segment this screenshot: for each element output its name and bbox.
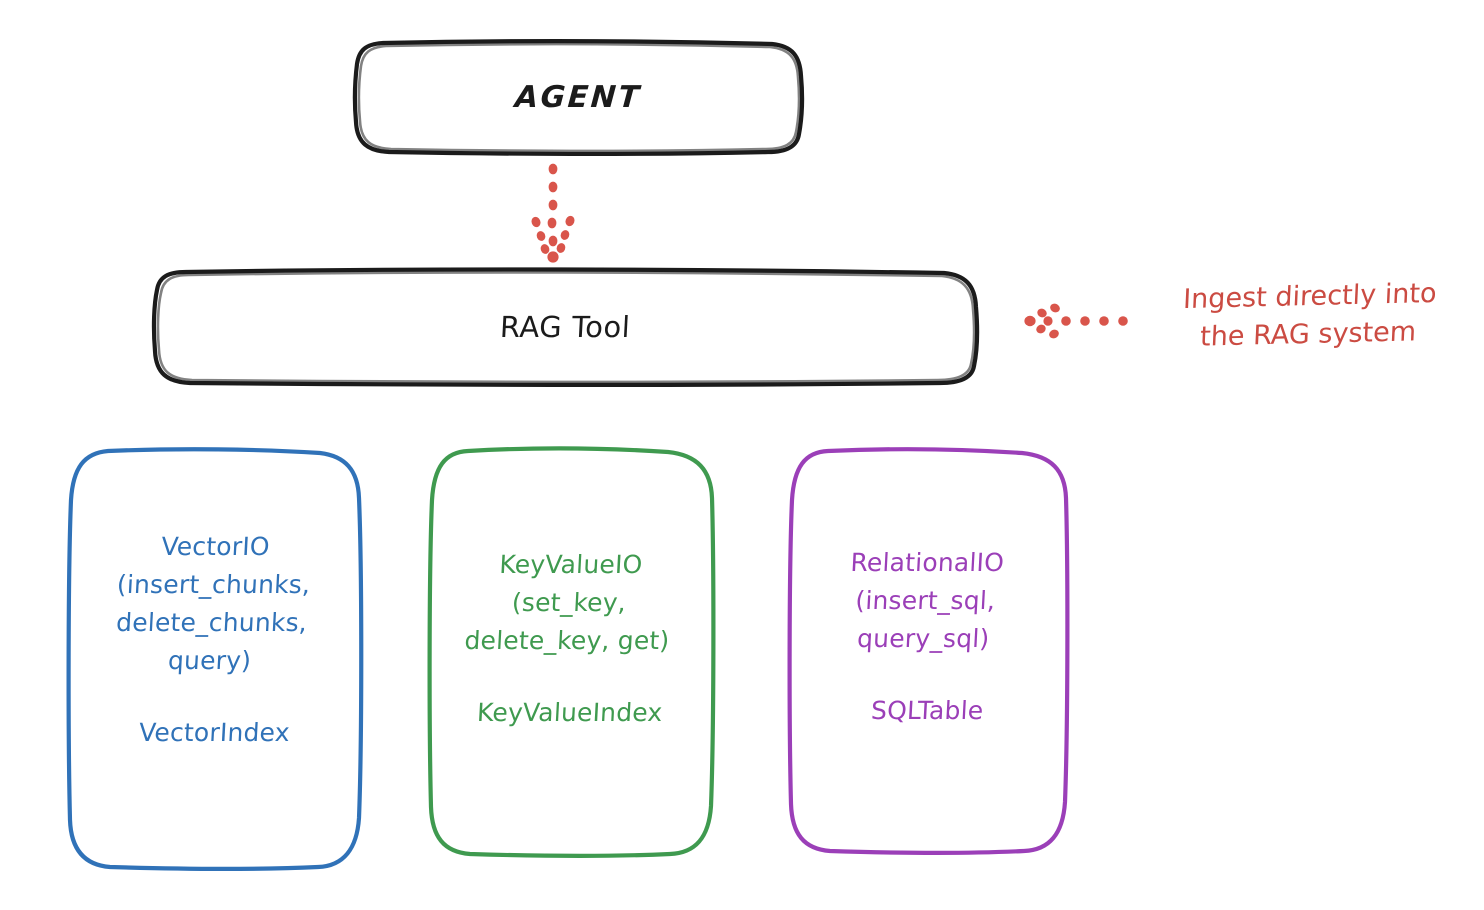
vector-io-title: VectorIO (insert_chunks, delete_chunks, … (115, 532, 312, 675)
agent-label: AGENT (513, 80, 643, 115)
relational-io-node[interactable]: RelationalIO (insert_sql, query_sql) SQL… (790, 450, 1066, 852)
agent-to-rag-connector (531, 163, 575, 263)
rag-tool-label: RAG Tool (499, 310, 632, 344)
ingest-annotation-text: Ingest directly into the RAG system (1182, 277, 1438, 353)
key-value-io-node[interactable]: KeyValueIO (set_key, delete_key, get) Ke… (430, 450, 712, 855)
key-value-io-title: KeyValueIO (set_key, delete_key, get) (463, 550, 670, 655)
agent-node[interactable]: AGENT (355, 42, 801, 153)
sql-table-label: SQLTable (870, 696, 984, 725)
rag-tool-node[interactable]: RAG Tool (155, 271, 976, 383)
key-value-index-label: KeyValueIndex (476, 698, 664, 727)
ingest-to-rag-connector (1024, 303, 1128, 339)
vector-index-label: VectorIndex (137, 718, 291, 747)
vector-io-node[interactable]: VectorIO (insert_chunks, delete_chunks, … (70, 450, 360, 868)
relational-io-title: RelationalIO (insert_sql, query_sql) (850, 548, 1006, 653)
